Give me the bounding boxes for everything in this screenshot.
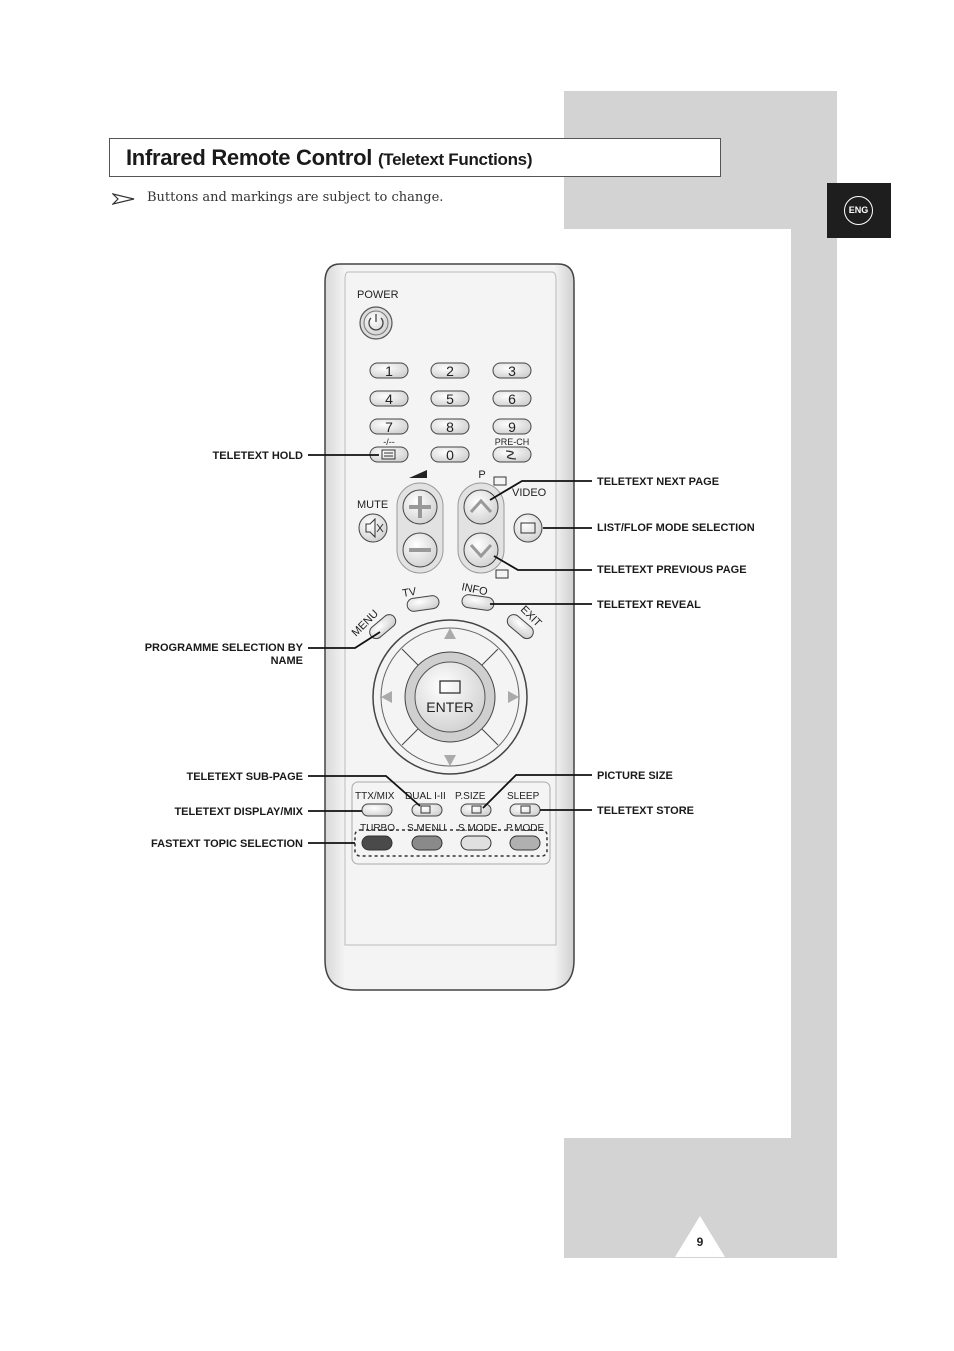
volume-icon [409, 470, 427, 478]
digit-1: 1 [385, 363, 393, 379]
digit-7: 7 [385, 419, 393, 435]
power-icon [368, 317, 384, 331]
label-teletext-reveal: TELETEXT REVEAL [597, 599, 701, 611]
label-list-flof: LIST/FLOF MODE SELECTION [597, 522, 755, 534]
label-picture-size: PICTURE SIZE [597, 770, 673, 782]
sleep-label: SLEEP [507, 791, 540, 802]
tv-label: TV [401, 586, 418, 600]
smode-label: S.MODE [458, 823, 498, 834]
note-text: Buttons and markings are subject to chan… [147, 190, 444, 205]
label-fastext-topic-selection: FASTEXT TOPIC SELECTION [151, 838, 303, 850]
title-main-text: Infrared Remote Control [126, 145, 373, 170]
label-teletext-display-mix: TELETEXT DISPLAY/MIX [174, 806, 303, 818]
dual-label: DUAL I-II [405, 791, 446, 802]
turbo-label: TURBO [360, 823, 395, 834]
list-icon [520, 522, 536, 534]
enter-icon [439, 680, 461, 694]
grey-panel-right-strip [791, 229, 837, 1138]
fastext-blue-button [509, 835, 541, 851]
language-tab-label: ENG [844, 196, 873, 225]
digit-9: 9 [508, 419, 516, 435]
volume-up-icon [409, 496, 431, 518]
power-label: POWER [357, 289, 399, 301]
remote-control: POWER 1 2 3 4 5 6 7 8 9 0 -/-- PRE-CH P [324, 263, 575, 991]
page-number: 9 [696, 1235, 704, 1249]
info-label: INFO [460, 581, 489, 598]
channel-down-icon [469, 543, 493, 559]
digit-0: 0 [446, 447, 454, 463]
label-teletext-hold: TELETEXT HOLD [212, 450, 303, 462]
pmode-label: P.MODE [506, 823, 544, 834]
p-label: P [478, 469, 485, 481]
digit-6: 6 [508, 391, 516, 407]
ttx-label: TTX/MIX [355, 791, 395, 802]
prech-icon [505, 450, 517, 460]
enter-label: ENTER [426, 699, 473, 715]
mute-icon [365, 517, 376, 539]
digit-4: 4 [385, 391, 393, 407]
digit-5: 5 [446, 391, 454, 407]
fastext-yellow-button [460, 835, 492, 851]
title-sub-text: (Teletext Functions) [377, 150, 533, 169]
video-label: VIDEO [512, 487, 547, 499]
smenu-label: S.MENU [407, 823, 446, 834]
digit-8: 8 [446, 419, 454, 435]
label-programme-selection-1: PROGRAMME SELECTION BY [144, 642, 303, 654]
page-number-triangle [675, 1216, 725, 1257]
label-teletext-next-page: TELETEXT NEXT PAGE [597, 476, 720, 488]
number-pad: 1 2 3 4 5 6 7 8 9 0 -/-- PRE-CH [369, 362, 532, 463]
fastext-red-button [361, 835, 393, 851]
label-teletext-previous-page: TELETEXT PREVIOUS PAGE [597, 564, 747, 576]
language-tab: ENG [827, 183, 891, 238]
title-box: Infrared Remote Control (Teletext Functi… [109, 138, 721, 177]
digit-3: 3 [508, 363, 516, 379]
mute-label: MUTE [357, 499, 388, 511]
channel-up-icon [469, 498, 493, 514]
label-programme-selection-2: NAME [270, 655, 303, 667]
note-arrow-icon [112, 193, 135, 205]
dash-label: -/-- [383, 437, 395, 447]
prech-label: PRE-CH [495, 437, 530, 447]
label-teletext-sub-page: TELETEXT SUB-PAGE [186, 771, 303, 783]
psize-label: P.SIZE [455, 791, 486, 802]
fastext-green-button [411, 835, 443, 851]
digit-2: 2 [446, 363, 454, 379]
page-title: Infrared Remote Control (Teletext Functi… [126, 145, 532, 171]
label-teletext-store: TELETEXT STORE [597, 805, 694, 817]
